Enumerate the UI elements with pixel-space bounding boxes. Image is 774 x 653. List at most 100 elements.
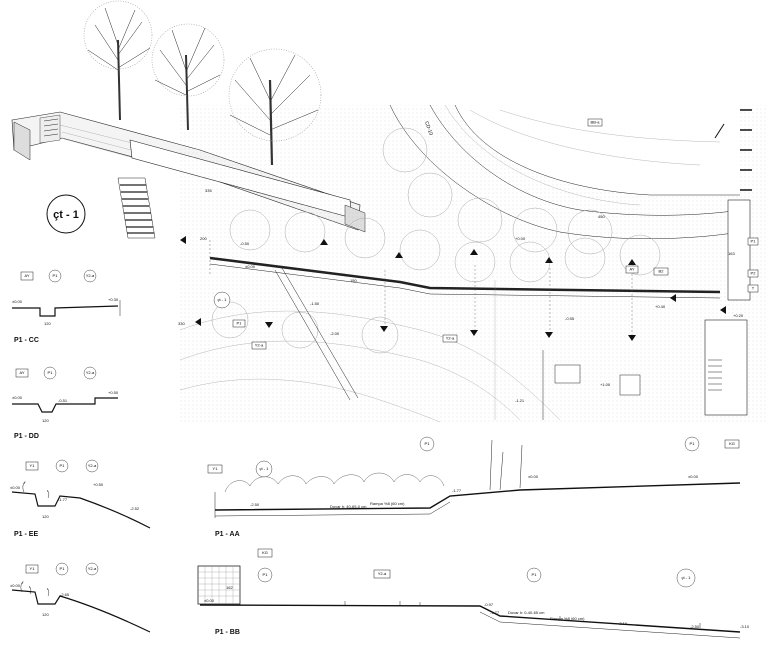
svg-text:BB-a: BB-a <box>591 120 601 125</box>
section-ee-level-4: -2.52 <box>130 506 140 511</box>
section-ff-level-1: ±0.00 <box>10 583 21 588</box>
main-path <box>209 256 721 294</box>
section-cc: AY P1 Y2-a ±0.00 +0.30 120 P1 - CC <box>12 269 121 344</box>
svg-text:P1: P1 <box>53 273 59 278</box>
section-ee-tag-1: Y1 <box>25 461 39 471</box>
section-bb-building: 162 <box>197 565 241 605</box>
plan-dim-2: 330 <box>178 321 185 326</box>
section-bb-tag-p1-a: P1 <box>257 567 273 583</box>
svg-text:Y2-a: Y2-a <box>86 370 95 375</box>
section-cc-tag-1: AY <box>20 271 34 281</box>
zone-tag-ay: AY <box>625 265 639 274</box>
svg-text:P1: P1 <box>690 441 696 446</box>
section-bb-tag-p1-b: P1 <box>526 567 542 583</box>
svg-text:çt - 1: çt - 1 <box>682 575 692 580</box>
stairs <box>117 177 156 239</box>
section-ee-level-3: -1.77 <box>58 497 68 502</box>
section-cc-level-2: +0.30 <box>108 297 119 302</box>
section-aa-level-3: ±0.00 <box>528 474 539 479</box>
section-dd-level-3: +0.50 <box>108 390 119 395</box>
section-aa-canopy <box>224 472 445 493</box>
tree-illustration-1 <box>83 0 153 121</box>
section-ee-title: P1 - EE <box>14 531 38 538</box>
section-ee-width: 120 <box>42 514 49 519</box>
zone-tag-p1: P1 <box>232 319 246 328</box>
section-markers <box>180 236 726 341</box>
section-ff-tag-3: Y2-a <box>85 562 99 576</box>
section-aa-tag-kg: KG <box>724 439 740 449</box>
section-bb-note-1: Duvar h: 0-40-65 cm <box>508 610 545 615</box>
section-dd-tag-2: P1 <box>43 366 57 380</box>
section-aa-tag-y1: Y1 <box>207 464 223 474</box>
plan-level-7: +0.40 <box>655 304 666 309</box>
svg-text:KG: KG <box>262 550 268 555</box>
section-aa-level-2: -1.77 <box>452 488 462 493</box>
section-ff: Y1 P1 Y2-a ±0.00 -2.65 120 <box>10 562 151 633</box>
plan-dim-5: 200 <box>200 236 207 241</box>
section-aa-note-1: Duvar h: 40-65-0 cm <box>330 504 367 509</box>
svg-text:Y1: Y1 <box>30 566 36 571</box>
svg-text:P1: P1 <box>48 370 54 375</box>
axon-title-circle: çt - 1 <box>46 194 86 234</box>
svg-text:P1: P1 <box>532 572 538 577</box>
section-dd-title: P1 - DD <box>14 433 39 440</box>
section-ff-tag-2: P1 <box>55 562 69 576</box>
section-bb-level-1: ±0.00 <box>204 598 215 603</box>
svg-text:Y2-a: Y2-a <box>88 566 97 571</box>
plan-circle-tag: çt - 1 <box>213 291 231 309</box>
section-cc-width: 120 <box>44 321 51 326</box>
svg-text:P1: P1 <box>60 463 66 468</box>
side-tag-p1: P1 <box>747 237 759 246</box>
section-aa-title: P1 - AA <box>215 531 240 538</box>
zone-tag-y2a-1: Y2-a <box>251 341 267 350</box>
plan-level-9: +1.00 <box>600 382 611 387</box>
section-aa-level-4: ±0.00 <box>688 474 699 479</box>
section-bb-level-5: -2.50 <box>690 624 700 629</box>
svg-text:B2: B2 <box>659 269 665 274</box>
section-dd: AY P1 Y2-a ±0.00 -0.51 +0.50 120 P1 - DD <box>12 366 119 440</box>
section-cc-title: P1 - CC <box>14 337 39 344</box>
svg-text:P2: P2 <box>751 271 757 276</box>
svg-text:P1: P1 <box>60 566 66 571</box>
section-aa-tag-p1-b: P1 <box>684 436 700 452</box>
section-bb-inset-label: 162 <box>226 585 233 590</box>
svg-text:Y1: Y1 <box>30 463 36 468</box>
svg-text:T: T <box>752 286 755 291</box>
section-dd-level-1: ±0.00 <box>12 395 23 400</box>
section-cc-tag-2: P1 <box>48 269 62 283</box>
section-ff-level-2: -2.65 <box>60 592 70 597</box>
plan-level-5: -2.00 <box>330 331 340 336</box>
section-ff-width: 120 <box>42 612 49 617</box>
svg-text:KG: KG <box>729 441 735 446</box>
section-bb-ground <box>199 604 741 633</box>
svg-text:Y2-a: Y2-a <box>446 336 455 341</box>
section-ee-level-1: ±0.00 <box>10 485 21 490</box>
svg-text:çt - 1: çt - 1 <box>218 297 228 302</box>
section-ee-tag-3: Y2-a <box>85 459 99 473</box>
section-aa-circle: çt - 1 <box>255 460 273 478</box>
north-arrow-icon <box>714 123 725 139</box>
svg-text:P1: P1 <box>263 572 269 577</box>
svg-text:AY: AY <box>629 267 634 272</box>
section-cc-level-1: ±0.00 <box>12 299 23 304</box>
section-aa-ground <box>214 482 741 511</box>
svg-text:çt - 1: çt - 1 <box>260 466 270 471</box>
road-label: CD-10 <box>423 121 434 137</box>
section-bb-level-2: -0.97 <box>484 602 494 607</box>
section-bb-level-4: -3.10 <box>618 621 628 626</box>
svg-text:P1: P1 <box>237 321 243 326</box>
section-bb-title: P1 - BB <box>215 629 240 636</box>
section-bb-level-3: -1.77 <box>490 610 500 615</box>
section-bb-tag-y2a: Y2-a <box>373 569 391 579</box>
section-dd-level-2: -0.51 <box>58 398 68 403</box>
plan-level-1: +0.00 <box>515 236 526 241</box>
plan-level-3: -0.50 <box>240 241 250 246</box>
section-bb-tag-kg: KG <box>257 548 273 558</box>
section-bb-circle: çt - 1 <box>676 568 696 588</box>
zone-tag-y2a-2: Y2-a <box>442 334 458 343</box>
curved-road-inner <box>429 104 741 216</box>
section-ff-tag-1: Y1 <box>25 564 39 574</box>
svg-text:Y1: Y1 <box>213 466 219 471</box>
section-dd-tag-3: Y2-a <box>83 366 97 380</box>
